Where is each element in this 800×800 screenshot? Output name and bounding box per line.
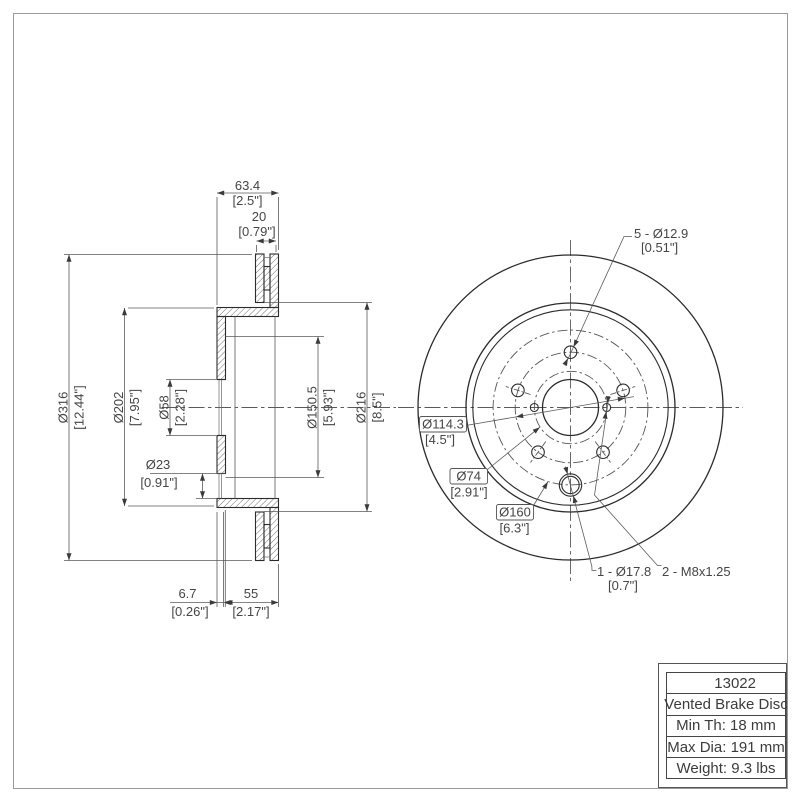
callout-thread-holes-label: 2 - M8x1.25: [662, 564, 731, 579]
hole-circle-label-box: [496, 504, 534, 521]
dim-hat-depth-mm: 55: [244, 586, 258, 601]
dim-hat-depth-in: [2.17"]: [232, 604, 269, 619]
front-view: 5 - Ø12.9 [0.51"] Ø114.3 [4.5"] Ø74 [2.9…: [398, 226, 743, 593]
alignment-hole: [558, 473, 583, 497]
dim-hat-offset-mm: 6.7: [178, 586, 196, 601]
weight-cell: Weight: 9.3 lbs: [666, 757, 786, 780]
section-interior-lines: [217, 257, 276, 558]
max-diameter-cell: Max Dia: 191 mm: [666, 735, 786, 759]
sheet-border-frame: [13, 13, 788, 789]
bolt-circle-label-box: [419, 416, 467, 433]
dim-ring-inner-dia-in: [8.5"]: [370, 393, 385, 423]
dim-overall-width-in: [2.5"]: [233, 193, 263, 208]
front-leader-lines: [466, 236, 662, 571]
dim-ring-inner-dia-mm: Ø216: [354, 392, 369, 424]
title-block: 13022 Vented Brake Disc Min Th: 18 mm Ma…: [658, 663, 788, 788]
callout-screw-circle-in: [2.91"]: [450, 485, 487, 500]
dim-bore-dia-in: [2.28"]: [173, 389, 188, 426]
section-cut-metal: [216, 253, 280, 562]
callout-bolt-circle-in: [4.5"]: [425, 432, 455, 447]
dim-hat-inner-dia-mm: Ø150.5: [305, 386, 320, 429]
dim-hat-inner-dia-in: [5.93"]: [321, 389, 336, 426]
callout-stud-holes-label: 5 - Ø12.9: [634, 226, 688, 241]
callout-hole-circle-in: [6.3"]: [500, 521, 530, 536]
callout-stud-holes-in: [0.51"]: [641, 240, 678, 255]
screw-circle-label-box: [449, 468, 488, 485]
dim-hole-dia-in: [0.91"]: [140, 475, 177, 490]
callout-screw-circle-label: Ø74: [456, 469, 481, 484]
min-thickness-cell: Min Th: 18 mm: [666, 714, 786, 737]
section-view: 63.4 [2.5"] 20 [0.79"] Ø316 [12.44"] Ø20…: [56, 178, 396, 619]
section-extension-lines: [64, 197, 372, 607]
callout-hole-circle-label: Ø160: [499, 505, 531, 520]
callout-bolt-circle-label: Ø114.3: [422, 417, 464, 432]
dim-hat-dia-mm: Ø202: [111, 392, 126, 424]
callout-alignment-hole-in: [0.7"]: [608, 578, 638, 593]
section-dimension-lines: [68, 192, 368, 603]
dim-bore-dia-mm: Ø58: [157, 395, 172, 420]
dim-hole-dia-mm: Ø23: [146, 457, 171, 472]
dim-outer-dia-in: [12.44"]: [72, 385, 87, 429]
dim-hat-dia-in: [7.95"]: [127, 389, 142, 426]
dim-overall-width-mm: 63.4: [235, 178, 260, 193]
stud-holes: [505, 345, 636, 463]
dim-ring-width-mm: 20: [252, 209, 266, 224]
part-number-cell: 13022: [666, 672, 786, 695]
product-name-cell: Vented Brake Disc: [664, 693, 788, 716]
dim-hat-offset-in: [0.26"]: [171, 604, 208, 619]
disc-circles: [417, 254, 724, 561]
dim-ring-width-in: [0.79"]: [238, 224, 275, 239]
callout-alignment-hole-label: 1 - Ø17.8: [597, 564, 651, 579]
dim-outer-dia-mm: Ø316: [56, 392, 71, 424]
